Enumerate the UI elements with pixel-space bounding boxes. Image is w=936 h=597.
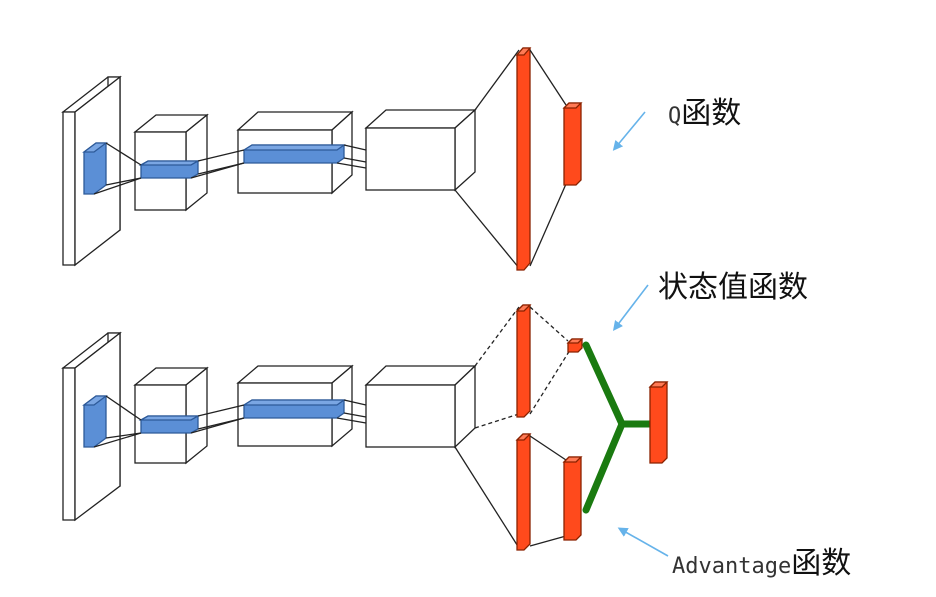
advantage-arrow (617, 527, 669, 557)
q-function-label: Q函数 (668, 88, 741, 132)
dueling-network (61, 304, 669, 551)
kernel-line (190, 417, 245, 434)
advantage-connector (454, 446, 520, 549)
q-function-label-prefix: Q (668, 104, 682, 129)
aggregation-layer (582, 341, 654, 514)
q-arrow (612, 111, 646, 151)
value-connector (474, 306, 520, 367)
value-connector (529, 306, 569, 342)
advantage-output-layer (562, 456, 583, 541)
final-q-output-layer (648, 381, 669, 464)
kernel-line (190, 162, 245, 179)
q-connector (529, 49, 567, 106)
advantage-function-label-suffix: 函数 (791, 546, 852, 581)
advantage-function-label-prefix: Advantage (672, 554, 792, 579)
advantage-connector (529, 435, 567, 461)
kernel-line (336, 162, 367, 169)
kernel-line (343, 157, 367, 163)
kernel-line (105, 395, 142, 421)
input-image-slab (61, 75, 122, 267)
advantage-fc-layer (515, 433, 532, 551)
value-fc-layer (515, 304, 532, 418)
kernel-line (105, 142, 142, 166)
conv1-cube (133, 113, 209, 212)
kernel-line (197, 149, 245, 162)
fc-connector (474, 49, 520, 111)
kernel-line (105, 177, 142, 186)
q-output-layer (562, 102, 583, 186)
value-output-node (566, 338, 584, 353)
fc-layer (515, 47, 532, 271)
advantage-function-label: Advantage函数 (672, 538, 851, 582)
conv2-cube (236, 364, 354, 448)
kernel-line (343, 399, 367, 406)
kernel-line (336, 417, 367, 424)
dqn-network (61, 47, 583, 271)
kernel-line (343, 412, 367, 418)
kernel-line (93, 177, 142, 195)
conv2-cube (236, 110, 354, 195)
fc-connector (454, 189, 520, 269)
conv3-cube (364, 108, 477, 192)
advantage-connector (529, 535, 567, 547)
value-function-label: 状态值函数 (658, 270, 808, 305)
kernel-line (93, 432, 142, 448)
value-connector (474, 413, 520, 429)
value-arrow (612, 284, 649, 331)
value-connector (529, 349, 571, 415)
input-kernel (82, 395, 108, 448)
conv3-cube (364, 364, 477, 449)
input-kernel (82, 142, 108, 195)
q-connector (529, 183, 567, 267)
kernel-line (197, 404, 245, 417)
kernel-line (105, 432, 142, 439)
q-function-label-suffix: 函数 (681, 96, 742, 131)
conv1-cube (133, 366, 209, 465)
kernel-line (343, 144, 367, 151)
